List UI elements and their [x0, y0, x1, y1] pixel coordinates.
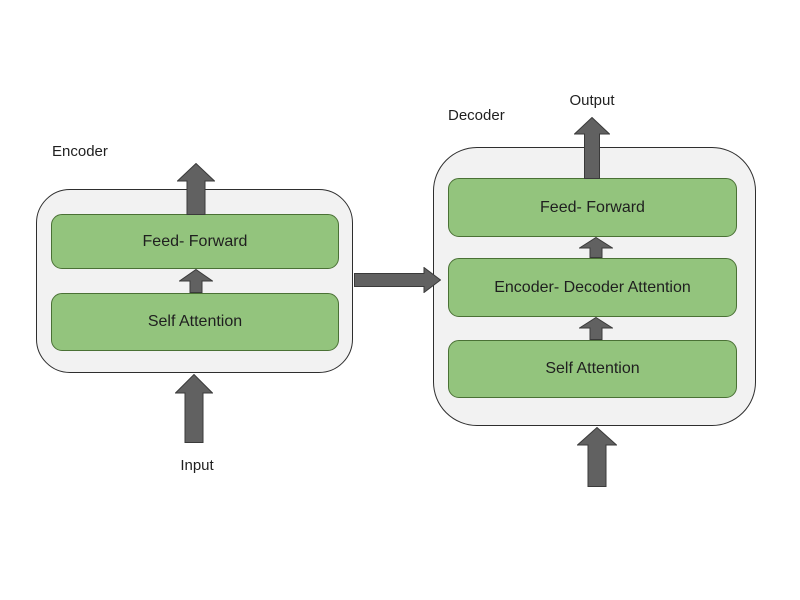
encoder-block-feed-forward: Feed- Forward: [51, 214, 339, 269]
decoder-block-encoder-decoder-attention: Encoder- Decoder Attention: [448, 258, 737, 317]
decoder-block-self-attention: Self Attention: [448, 340, 737, 398]
encoder-output-arrow-icon: [177, 163, 215, 215]
decoder-self-attention-to-eda-arrow-icon: [579, 317, 613, 340]
input-arrow-icon: [175, 374, 213, 443]
output-arrow-icon: [574, 117, 610, 179]
decoder-eda-to-feed-forward-arrow-icon: [579, 237, 613, 258]
encoder-block-self-attention: Self Attention: [51, 293, 339, 351]
encoder-to-decoder-arrow-icon: [354, 267, 441, 293]
encoder-self-attention-to-feed-forward-arrow-icon: [179, 269, 213, 293]
decoder-input-arrow-icon: [577, 427, 617, 487]
input-label: Input: [180, 457, 214, 474]
decoder-block-feed-forward: Feed- Forward: [448, 178, 737, 237]
output-label: Output: [569, 92, 615, 109]
encoder-label: Encoder: [52, 143, 108, 160]
decoder-label: Decoder: [448, 107, 505, 124]
